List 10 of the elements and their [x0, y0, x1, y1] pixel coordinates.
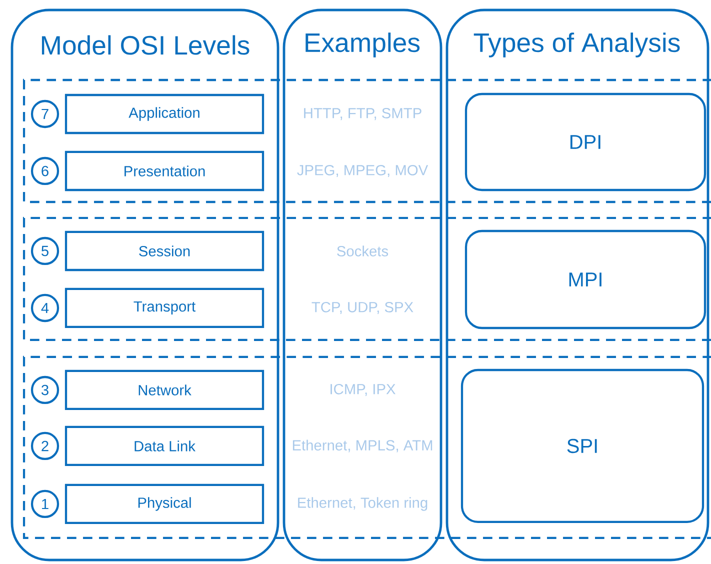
example-text: HTTP, FTP, SMTP	[304, 108, 422, 120]
example-text: Sockets	[337, 246, 388, 256]
example-text: Ethernet, Token ring	[298, 497, 428, 511]
analysis-box: SPI	[460, 368, 704, 524]
example-text: ICMP, IPX	[330, 384, 396, 396]
example-text: TCP, UDP, SPX	[312, 302, 414, 314]
analysis-box: MPI	[464, 230, 706, 330]
example-text: JPEG, MPEG, MOV	[297, 164, 428, 178]
example-text: Ethernet, MPLS, ATM	[292, 440, 432, 452]
analysis-box: DPI	[464, 92, 706, 192]
